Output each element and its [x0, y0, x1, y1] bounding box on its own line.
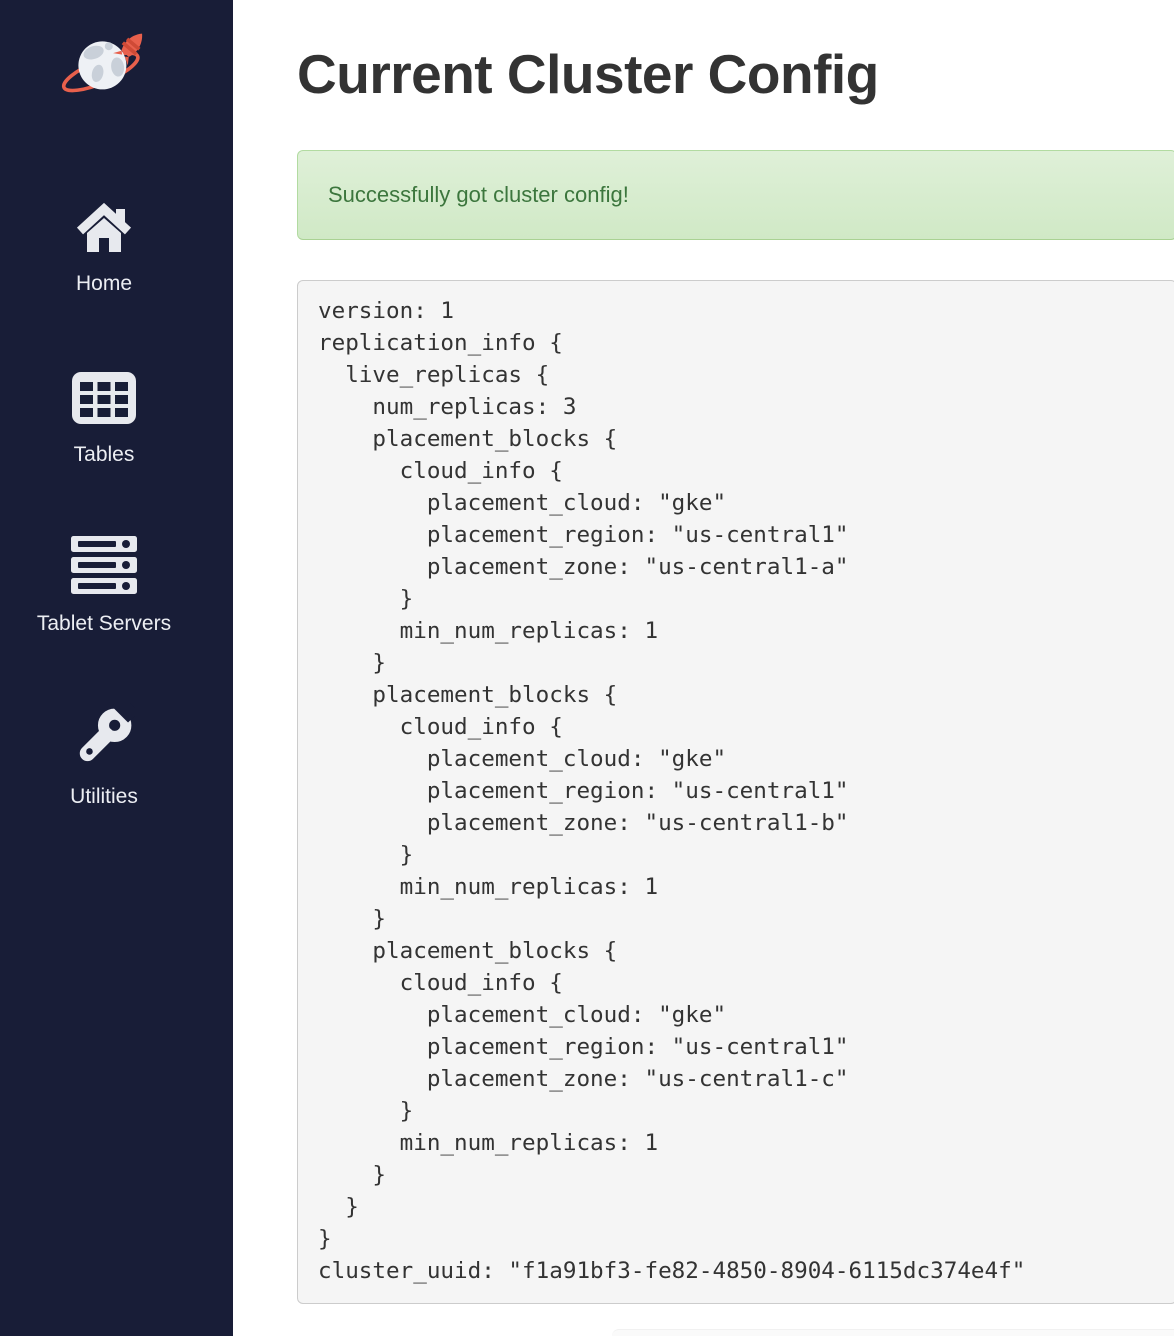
sidebar-item-utilities[interactable]: Utilities	[0, 695, 208, 809]
home-icon	[0, 202, 208, 259]
cluster-config-text: version: 1 replication_info { live_repli…	[318, 298, 1026, 1284]
page-title: Current Cluster Config	[297, 43, 879, 105]
success-alert: Successfully got cluster config!	[297, 150, 1174, 240]
success-alert-message: Successfully got cluster config!	[328, 182, 629, 207]
server-stack-icon	[0, 536, 208, 599]
sidebar-item-home[interactable]: Home	[0, 202, 208, 296]
sidebar-item-tablet-servers[interactable]: Tablet Servers	[0, 536, 208, 636]
globe-rocket-logo-icon	[56, 28, 152, 111]
sidebar-item-label: Tables	[73, 443, 135, 466]
cluster-config-code: version: 1 replication_info { live_repli…	[297, 280, 1174, 1304]
sidebar-item-tables[interactable]: Tables	[0, 371, 208, 467]
sidebar-item-label: Tablet Servers	[36, 612, 172, 635]
app-logo[interactable]	[0, 28, 208, 111]
sidebar-item-label: Home	[75, 272, 133, 295]
partial-bottom-panel	[612, 1329, 1174, 1336]
sidebar: Home Tables	[0, 0, 233, 1336]
sidebar-item-label: Utilities	[70, 785, 138, 808]
main-content: Current Cluster Config Successfully got …	[233, 0, 1174, 1336]
tables-grid-icon	[0, 371, 208, 430]
wrench-icon	[0, 695, 208, 772]
